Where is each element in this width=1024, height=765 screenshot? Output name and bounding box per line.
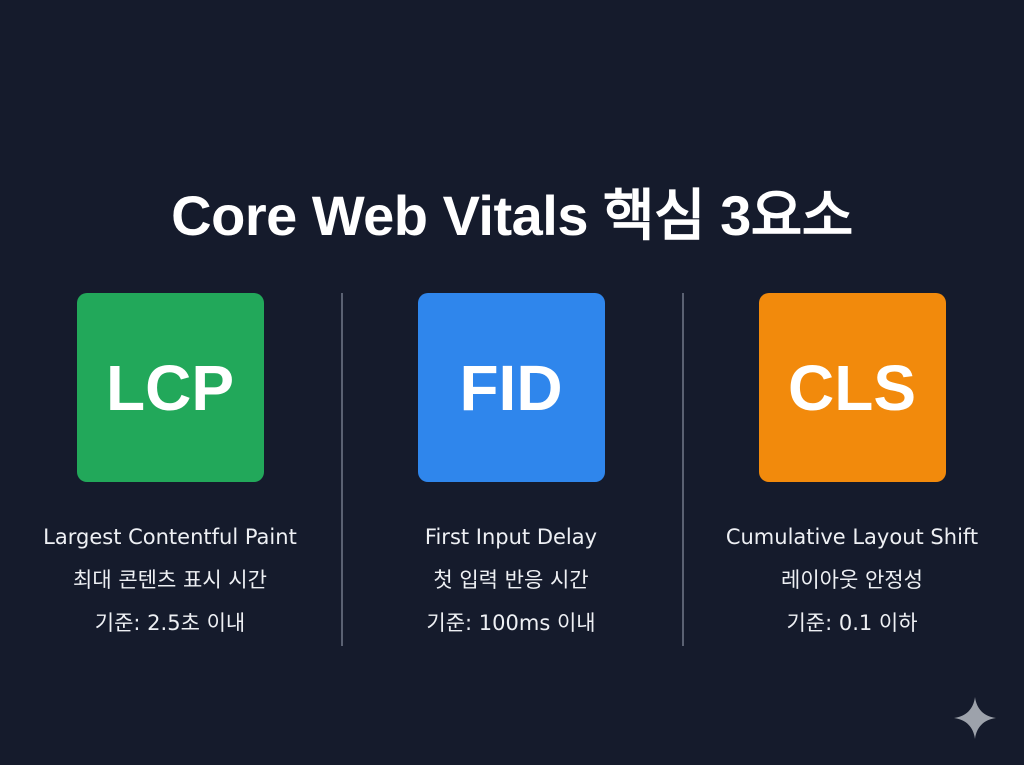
lcp-tile: LCP: [76, 293, 264, 482]
cls-name-ko: 레이아웃 안정성: [781, 568, 923, 592]
sparkle-icon: [954, 697, 996, 739]
column-divider: [682, 293, 684, 646]
lcp-name-ko: 최대 콘텐츠 표시 시간: [73, 568, 267, 592]
lcp-description: Largest Contentful Paint 최대 콘텐츠 표시 시간 기준…: [20, 516, 320, 645]
fid-name-en: First Input Delay: [424, 525, 598, 549]
metric-card-fid: FID First Input Delay 첫 입력 반응 시간 기준: 100…: [361, 293, 661, 645]
cls-name-en: Cumulative Layout Shift: [725, 525, 979, 549]
fid-description: First Input Delay 첫 입력 반응 시간 기준: 100ms 이…: [361, 516, 661, 645]
lcp-name-en: Largest Contentful Paint: [43, 525, 297, 549]
cls-description: Cumulative Layout Shift 레이아웃 안정성 기준: 0.1…: [702, 516, 1002, 645]
metric-card-lcp: LCP Largest Contentful Paint 최대 콘텐츠 표시 시…: [20, 293, 320, 645]
fid-tile: FID: [417, 293, 605, 482]
metric-card-cls: CLS Cumulative Layout Shift 레이아웃 안정성 기준:…: [702, 293, 1002, 645]
fid-threshold: 기준: 100ms 이내: [426, 611, 596, 635]
cls-threshold: 기준: 0.1 이하: [786, 611, 918, 635]
column-divider: [341, 293, 343, 646]
page-title: Core Web Vitals 핵심 3요소: [171, 183, 853, 247]
cls-tile: CLS: [758, 293, 946, 482]
fid-name-ko: 첫 입력 반응 시간: [433, 568, 589, 592]
lcp-threshold: 기준: 2.5초 이내: [94, 611, 246, 635]
